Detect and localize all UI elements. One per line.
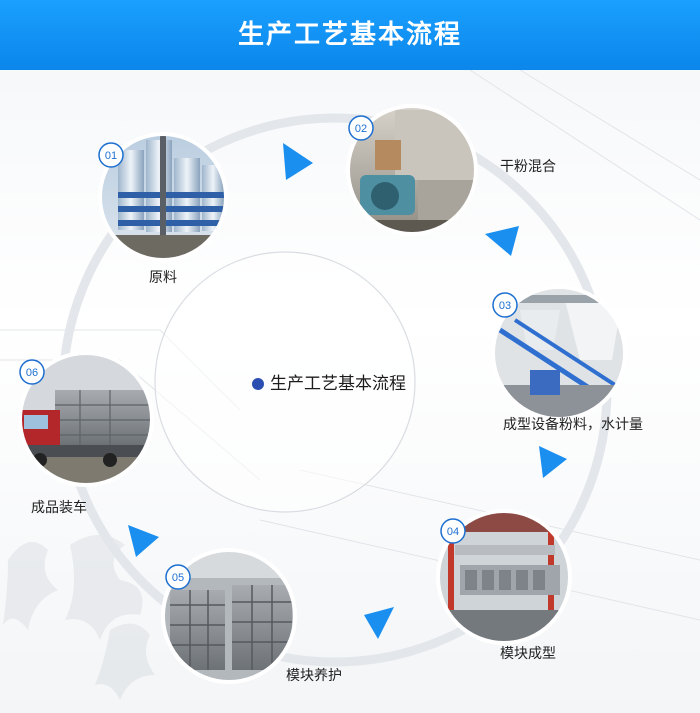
flow-arrow-icon-4 <box>364 607 394 639</box>
step-label-03: 成型设备粉料，水计量 <box>503 417 643 433</box>
header-bar <box>0 0 700 70</box>
flow-arrow-icon-2 <box>485 226 519 256</box>
step-badge-06: 06 <box>19 359 45 385</box>
step-label-01: 原料 <box>149 270 177 286</box>
svg-text:04: 04 <box>447 526 459 538</box>
svg-text:06: 06 <box>26 367 38 379</box>
flow-arrow-icon-5 <box>128 525 159 557</box>
flow-arrow-icon-3 <box>539 446 567 478</box>
raw-material-silos-photo <box>98 132 228 262</box>
svg-text:01: 01 <box>105 150 117 162</box>
center-title-text: 生产工艺基本流程 <box>270 374 406 394</box>
step-badge-03: 03 <box>492 292 518 318</box>
step-label-06: 成品装车 <box>31 500 87 516</box>
step-badge-01: 01 <box>98 142 124 168</box>
powder-water-metering-photo <box>491 285 627 421</box>
step-label-02: 干粉混合 <box>500 159 556 175</box>
block-curing-stack-photo <box>161 548 297 684</box>
calligraphy-watermark <box>3 535 155 700</box>
step-badge-05: 05 <box>165 564 191 590</box>
block-forming-machine-photo <box>436 509 572 645</box>
blue-dot-icon <box>252 378 264 390</box>
step-badge-02: 02 <box>348 115 374 141</box>
svg-text:03: 03 <box>499 300 511 312</box>
step-badge-04: 04 <box>440 518 466 544</box>
flow-arrow-icon-1 <box>283 143 313 180</box>
step-label-05: 模块养护 <box>286 668 342 684</box>
svg-text:05: 05 <box>172 572 184 584</box>
svg-text:02: 02 <box>355 123 367 135</box>
step-label-04: 模块成型 <box>500 646 556 662</box>
page-title: 生产工艺基本流程 <box>237 20 462 50</box>
center-title: 生产工艺基本流程 <box>252 372 406 396</box>
